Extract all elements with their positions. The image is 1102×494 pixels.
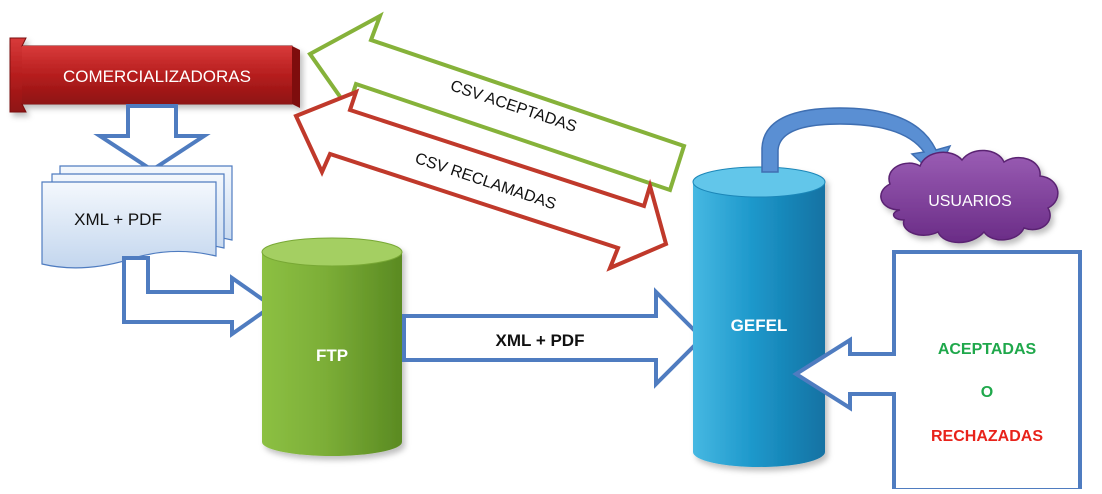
arrow-ftp-to-gefel-label: XML + PDF bbox=[496, 331, 585, 350]
arrow-csv-reclamadas bbox=[293, 88, 669, 272]
ftp-node bbox=[261, 237, 403, 456]
usuarios-node bbox=[880, 149, 1059, 244]
gefel-cylinder-top bbox=[692, 166, 826, 198]
arrow-status-to-gefel-joint bbox=[893, 358, 899, 390]
ftp-cylinder-top bbox=[261, 237, 403, 267]
usuarios-cloud bbox=[880, 149, 1059, 244]
gefel-cylinder-body bbox=[693, 182, 825, 467]
arrow-gefel-to-usuarios bbox=[761, 107, 952, 178]
status-accepted-label: ACEPTADAS bbox=[938, 341, 1037, 358]
ftp-label: FTP bbox=[316, 346, 348, 365]
comercializadoras-face bbox=[22, 46, 292, 104]
ftp-cylinder-body bbox=[262, 252, 402, 456]
status-rejected-label: RECHAZADAS bbox=[931, 428, 1043, 445]
status-box bbox=[892, 250, 1082, 492]
comercializadoras-label: COMERCIALIZADORAS bbox=[63, 67, 251, 86]
comercializadoras-node bbox=[9, 37, 300, 113]
comercializadoras-side bbox=[292, 46, 300, 108]
usuarios-label: USUARIOS bbox=[928, 193, 1012, 210]
arrow-status-to-gefel bbox=[792, 336, 896, 412]
arrow-down-to-documents bbox=[93, 104, 211, 173]
status-connector-label: O bbox=[981, 384, 993, 401]
arrow-documents-to-ftp bbox=[122, 256, 276, 338]
arrow-ftp-to-gefel bbox=[402, 287, 705, 389]
documents-label: XML + PDF bbox=[74, 210, 162, 229]
documents-stack bbox=[41, 165, 233, 269]
gefel-node bbox=[692, 166, 826, 467]
gefel-label: GEFEL bbox=[731, 316, 788, 335]
